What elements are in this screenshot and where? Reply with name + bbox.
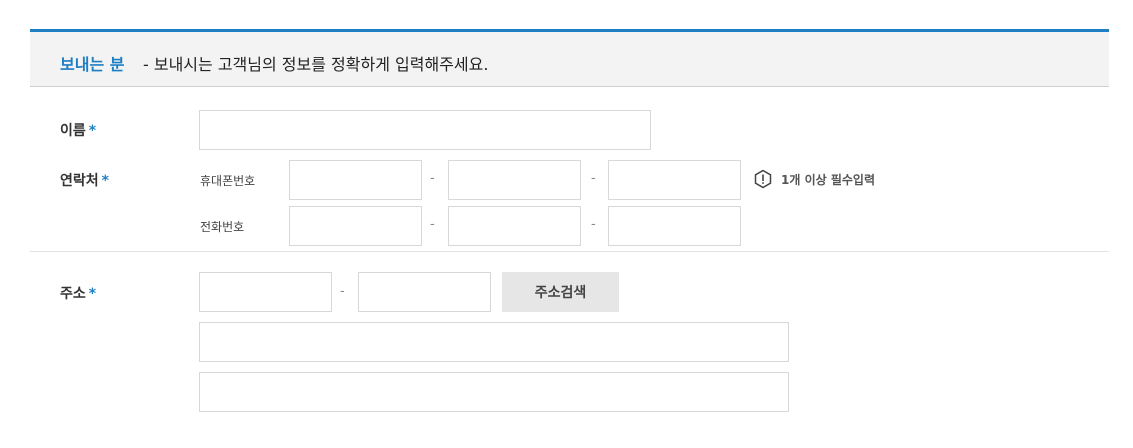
zipcode-part1-input[interactable]	[199, 272, 332, 312]
section-description: - 보내시는 고객님의 정보를 정확하게 입력해주세요.	[143, 55, 489, 74]
address-line2-input[interactable]	[199, 372, 789, 412]
mobile-part3-input[interactable]	[608, 160, 741, 200]
contact-label: 연락처*	[60, 170, 109, 190]
phone-label: 전화번호	[200, 220, 245, 234]
name-label-text: 이름	[60, 123, 86, 139]
contact-notice-text: 1개 이상 필수입력	[781, 172, 875, 187]
phone-dash-2: -	[591, 217, 596, 232]
row-divider	[30, 251, 1109, 252]
address-line1-input[interactable]	[199, 322, 789, 362]
phone-part1-input[interactable]	[289, 206, 422, 246]
sender-form: 보내는 분 - 보내시는 고객님의 정보를 정확하게 입력해주세요. 이름* 연…	[30, 29, 1109, 412]
zipcode-part2-input[interactable]	[358, 272, 491, 312]
phone-dash-1: -	[430, 217, 435, 232]
exclamation-hexagon-icon	[754, 169, 772, 189]
mobile-dash-2: -	[591, 171, 596, 186]
required-star: *	[88, 286, 97, 302]
mobile-part2-input[interactable]	[448, 160, 581, 200]
address-label-text: 주소	[60, 286, 86, 302]
phone-part2-input[interactable]	[448, 206, 581, 246]
phone-part3-input[interactable]	[608, 206, 741, 246]
required-star: *	[101, 173, 109, 189]
mobile-label: 휴대폰번호	[200, 174, 256, 188]
address-label: 주소*	[60, 283, 96, 303]
required-star: *	[88, 123, 97, 139]
name-label: 이름*	[60, 120, 96, 140]
mobile-part1-input[interactable]	[289, 160, 422, 200]
address-search-button[interactable]: 주소검색	[502, 272, 619, 312]
section-title: 보내는 분	[60, 55, 125, 74]
name-input[interactable]	[199, 110, 651, 150]
section-header: 보내는 분 - 보내시는 고객님의 정보를 정확하게 입력해주세요.	[30, 29, 1109, 87]
contact-label-text: 연락처	[60, 173, 99, 189]
mobile-dash-1: -	[430, 171, 435, 186]
contact-notice: 1개 이상 필수입력	[753, 169, 875, 189]
zipcode-dash: -	[340, 284, 345, 299]
